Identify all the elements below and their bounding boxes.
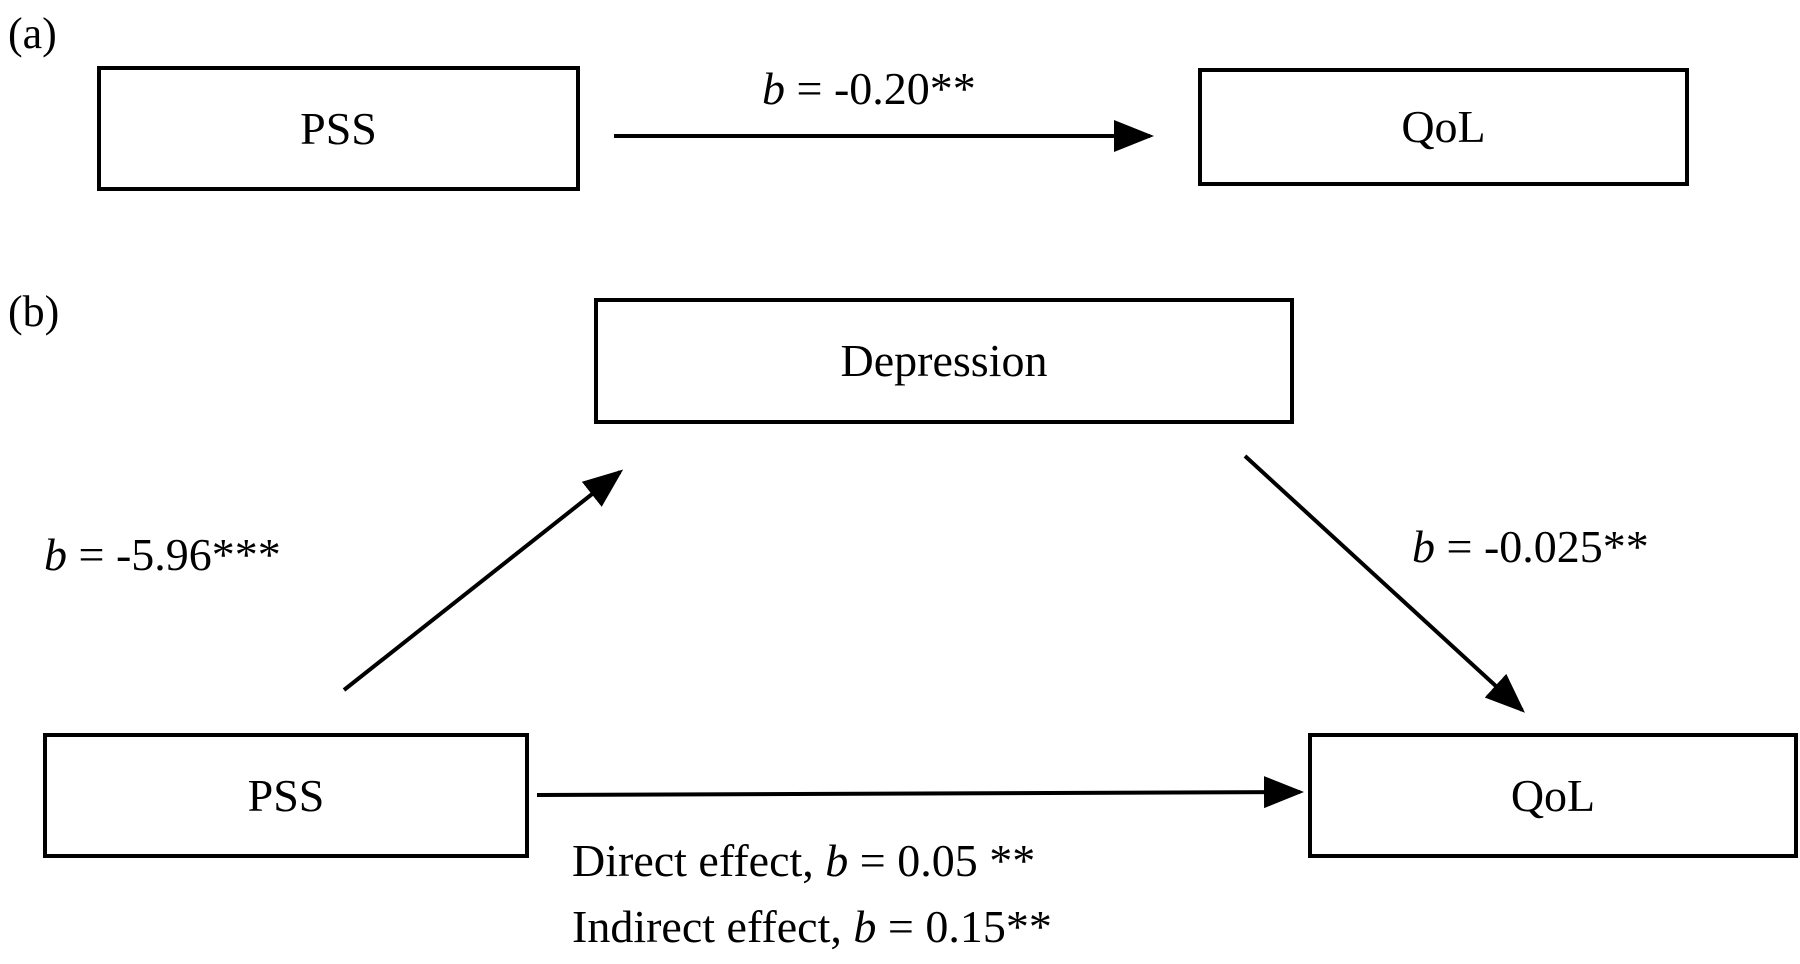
panel-b-path-b-symbol: b [1412, 521, 1435, 572]
panel-a-coefficient: b = -0.20** [762, 66, 976, 112]
panel-b-path-a-symbol: b [44, 529, 67, 580]
panel-a-qol-label: QoL [1401, 101, 1486, 152]
panel-b-direct-symbol: b [825, 835, 849, 886]
panel-b-path-a-coefficient: b = -5.96*** [44, 532, 281, 578]
panel-b-pss-to-qol-arrow [536, 776, 1304, 809]
panel-b-path-a-value: = -5.96*** [67, 529, 281, 580]
panel-b-path-b-coefficient: b = -0.025** [1412, 524, 1649, 570]
panel-b-indirect-symbol: b [853, 901, 877, 952]
panel-b-direct-value: = 0.05 ** [848, 835, 1036, 886]
panel-b-path-b-value: = -0.025** [1435, 521, 1649, 572]
panel-b-qol-box: QoL [1308, 733, 1798, 858]
panel-a-label: (a) [8, 9, 57, 58]
panel-b-indirect-effect: Indirect effect, b = 0.15** [572, 904, 1052, 950]
panel-b-pss-label: PSS [247, 769, 325, 821]
panel-b-direct-effect: Direct effect, b = 0.05 ** [572, 838, 1035, 884]
panel-a-coefficient-value: = -0.20** [785, 63, 976, 114]
panel-b-qol-label: QoL [1510, 769, 1596, 821]
panel-b-label: (b) [8, 287, 60, 336]
panel-b-direct-prefix: Direct effect, [572, 835, 826, 886]
panel-b-depression-to-qol-arrow [1243, 454, 1525, 713]
panel-a-qol-box: QoL [1198, 68, 1689, 186]
panel-b-depression-label: Depression [840, 335, 1048, 386]
panel-b-pss-box: PSS [43, 733, 529, 858]
panel-b-pss-to-depression-arrow [342, 469, 624, 692]
panel-a-coefficient-symbol: b [762, 63, 785, 114]
panel-a-pss-label: PSS [300, 102, 377, 154]
panel-b-indirect-value: = 0.15** [876, 901, 1052, 952]
panel-a-pss-box: PSS [97, 66, 580, 191]
panel-b-depression-box: Depression [594, 298, 1294, 424]
panel-b-indirect-prefix: Indirect effect, [572, 901, 854, 952]
